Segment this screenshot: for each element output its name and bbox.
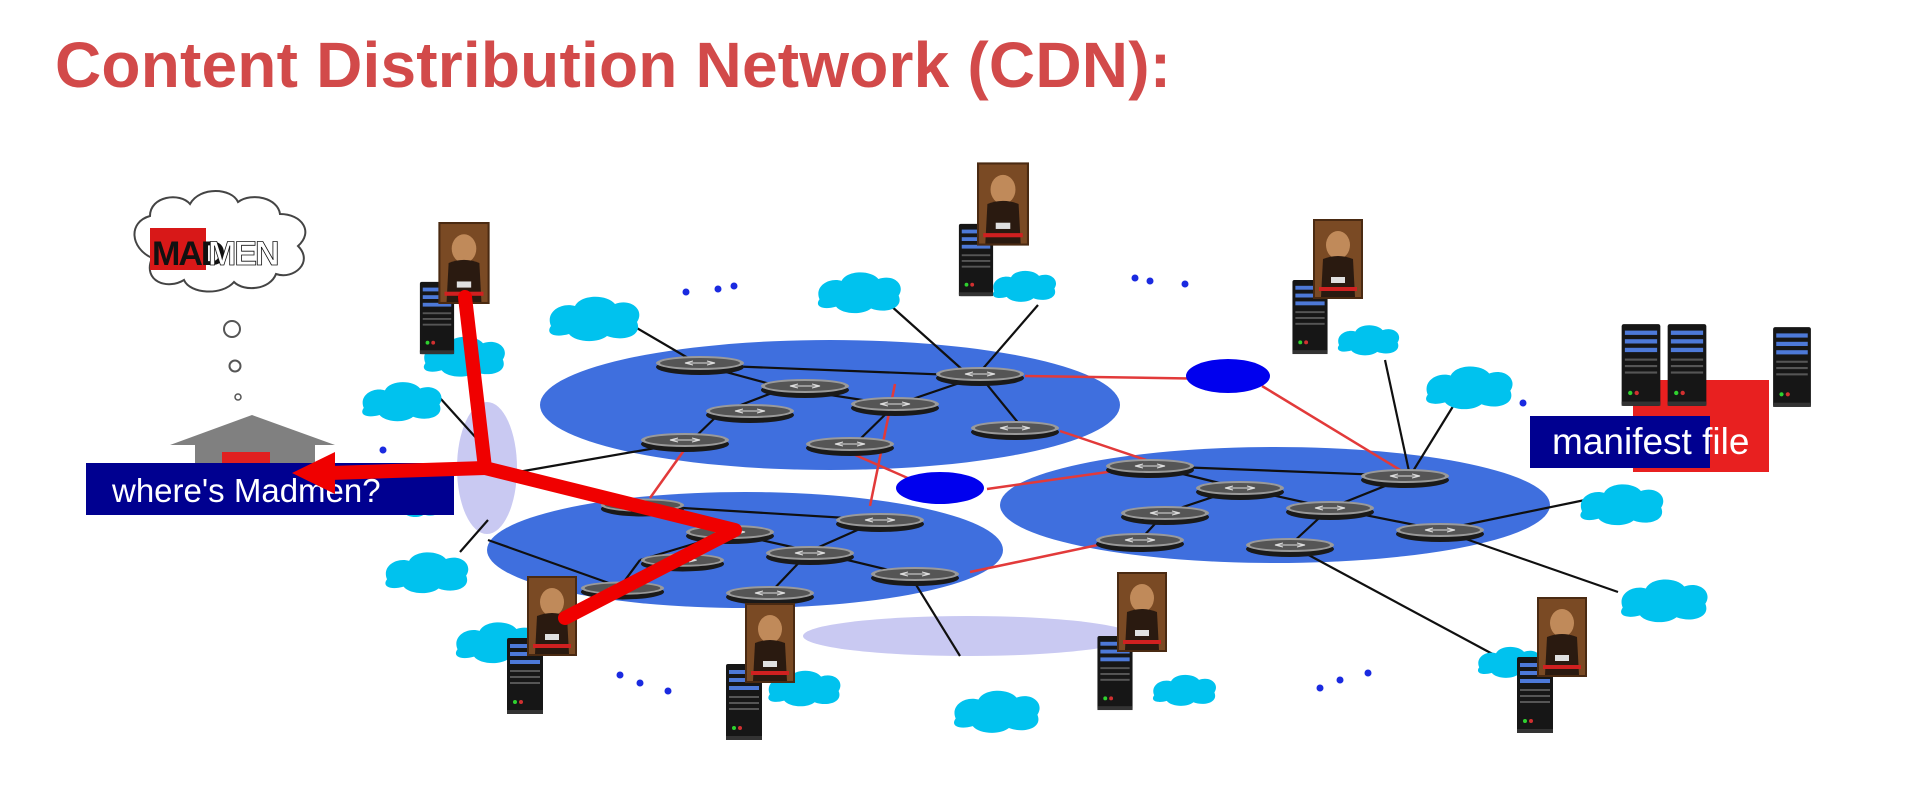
content-delivery-path: [292, 290, 742, 625]
cloud-icon: [1580, 484, 1664, 526]
manifest-label: manifest file: [1552, 421, 1749, 462]
router-icon: [850, 396, 940, 416]
movie-poster-icon: [745, 603, 795, 683]
router-icon: [835, 512, 925, 532]
cdn-node-bottom-right-b: [1517, 597, 1587, 733]
server-icon: [1621, 324, 1661, 406]
router-icon: [765, 545, 855, 565]
movie-poster-icon: [1537, 597, 1587, 677]
ellipses: [379, 274, 1527, 695]
cdn-node-top-left: [419, 222, 490, 355]
cloud-icon: [817, 272, 901, 314]
cloud-icon: [954, 690, 1040, 733]
cloud-icon: [1621, 579, 1708, 623]
cdn-node-bottom-center: [726, 603, 795, 740]
router-icon: [725, 585, 815, 605]
router-icon: [640, 432, 730, 452]
router-icon: [1095, 532, 1185, 552]
router-icon: [935, 366, 1025, 386]
origin-servers: manifest file: [1530, 324, 1811, 472]
cloud-icon: [1426, 366, 1513, 410]
router-icon: [1285, 500, 1375, 520]
router-icon: [970, 420, 1060, 440]
router-icon: [760, 378, 850, 398]
cloud-icon: [992, 270, 1057, 302]
router-icon: [1195, 480, 1285, 500]
cloud-icon: [362, 382, 442, 422]
router-icon: [1245, 537, 1335, 557]
router-icon: [1360, 468, 1450, 488]
logo-mad-text: MAD: [152, 235, 225, 273]
server-icon: [1667, 324, 1707, 406]
cloud-icon: [1337, 325, 1400, 356]
cloud-icon: [549, 296, 640, 342]
ixp-node-top: [1186, 359, 1270, 393]
movie-poster-icon: [1313, 219, 1363, 299]
cloud-icon: [385, 552, 469, 594]
movie-poster-icon: [977, 162, 1029, 246]
router-icon: [870, 566, 960, 586]
thought-bubble-icon: MAD MEN: [133, 190, 307, 401]
router-icon: [1120, 505, 1210, 525]
router-icon: [705, 403, 795, 423]
logo-men-text: MEN: [208, 235, 278, 273]
manifest-label-box: [1530, 416, 1710, 468]
slide-title: Content Distribution Network (CDN):: [55, 29, 1172, 101]
access-region-bottom: [803, 616, 1133, 656]
router-icon: [1395, 522, 1485, 542]
movie-poster-icon: [1117, 572, 1167, 652]
server-icon: [1773, 327, 1811, 407]
cloud-icon: [1152, 674, 1217, 706]
router-icon: [805, 436, 895, 456]
ixp-node-center: [896, 472, 984, 504]
router-icon: [655, 355, 745, 375]
router-icon: [1105, 458, 1195, 478]
cdn-node-bottom-left: [507, 576, 577, 714]
